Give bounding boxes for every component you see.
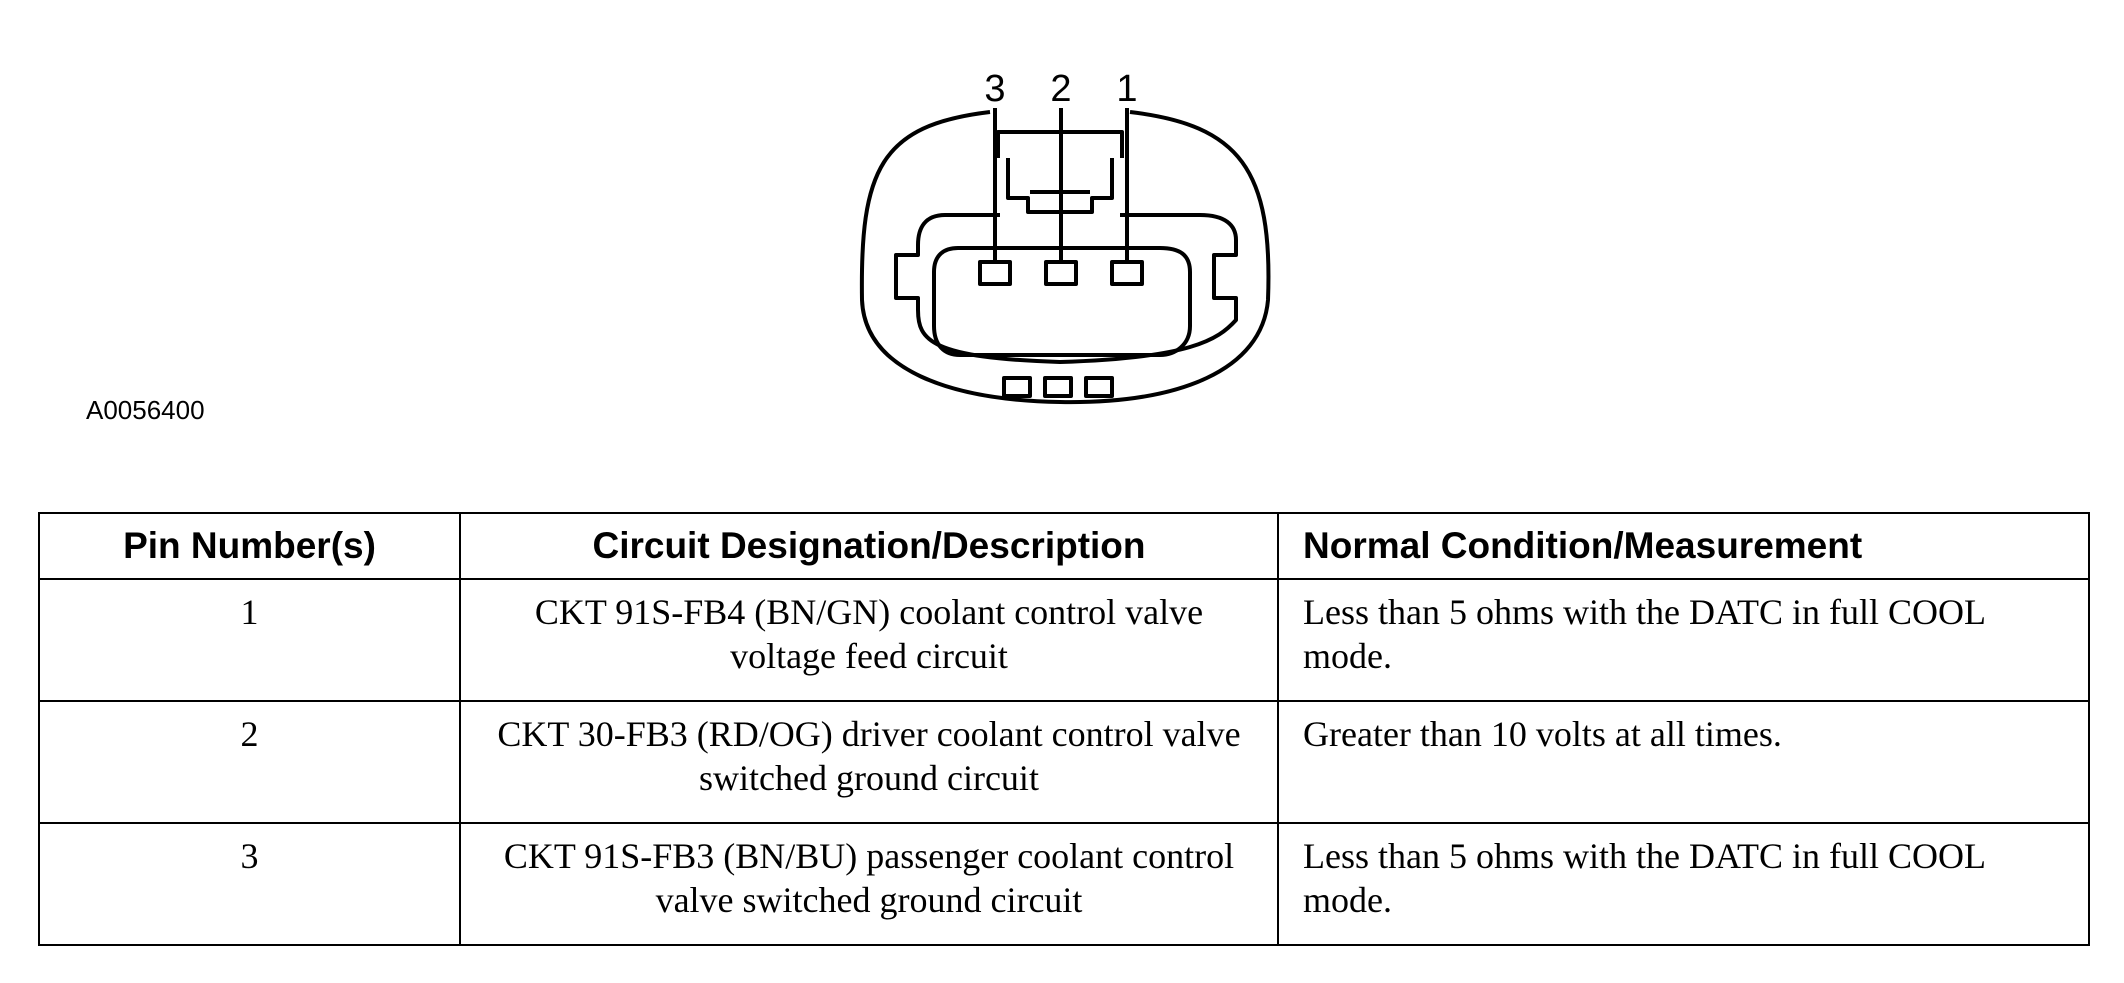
pin-1-label: 1 [1116,68,1138,110]
key-box-middle [1043,376,1073,398]
circuit-cell: CKT 91S-FB3 (BN/BU) passenger coolant co… [459,822,1279,946]
key-box-left [1002,376,1032,398]
header-normal-condition: Normal Condition/Measurement [1277,512,2090,580]
table-header-row: Pin Number(s) Circuit Designation/Descri… [38,512,2090,580]
table-row: 3 CKT 91S-FB3 (BN/BU) passenger coolant … [38,822,2090,946]
condition-cell: Greater than 10 volts at all times. [1277,700,2090,824]
pin-number-cell: 2 [38,700,461,824]
condition-cell: Less than 5 ohms with the DATC in full C… [1277,578,2090,702]
table-row: 1 CKT 91S-FB4 (BN/GN) coolant control va… [38,578,2090,702]
pinout-table: Pin Number(s) Circuit Designation/Descri… [38,512,2090,946]
connector-inner-cavity [932,246,1192,357]
pin-number-cell: 1 [38,578,461,702]
condition-cell: Less than 5 ohms with the DATC in full C… [1277,822,2090,946]
circuit-cell: CKT 30-FB3 (RD/OG) driver coolant contro… [459,700,1279,824]
connector-inner-shroud [894,213,1238,364]
circuit-cell: CKT 91S-FB4 (BN/GN) coolant control valv… [459,578,1279,702]
pin-1-terminal [1110,260,1144,286]
key-box-right [1084,376,1114,398]
pin-number-cell: 3 [38,822,461,946]
pin-2-terminal [1044,260,1078,286]
pin-3-label: 3 [984,68,1006,110]
figure-id: A0056400 [86,395,205,425]
header-circuit-designation: Circuit Designation/Description [459,512,1279,580]
connector-outer-shell [859,110,1271,405]
header-pin-number: Pin Number(s) [38,512,461,580]
pin-3-terminal [978,260,1012,286]
pin-2-label: 2 [1050,68,1072,110]
table-row: 2 CKT 30-FB3 (RD/OG) driver coolant cont… [38,700,2090,824]
